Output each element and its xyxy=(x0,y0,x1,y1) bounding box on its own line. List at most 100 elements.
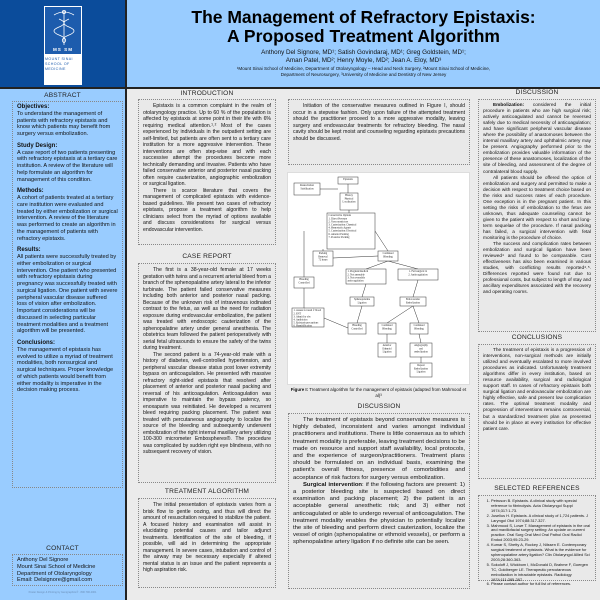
conclusions-box: The treatment of epistaxis is a progress… xyxy=(478,344,596,479)
flow-node-text: Controlled xyxy=(298,281,310,284)
conclusions-text: The management of epistaxis has evolved … xyxy=(17,346,114,394)
flowchart: ResuscitationStabilizationEpistaxisHisto… xyxy=(291,176,439,378)
flow-arrow xyxy=(418,333,422,344)
figure-caption: Figure I: Treatment algorithm for the ma… xyxy=(287,387,470,398)
flow-node-text: 4. Hemostatic Agents xyxy=(329,227,351,230)
flow-node-text: 2. ENT xyxy=(294,312,302,315)
flow-node-text: Resuscitation xyxy=(300,184,315,187)
conservative-measures-box: Initiation of the conservative measures … xyxy=(288,99,470,165)
flow-node-text: Packing xyxy=(319,252,328,255)
figure-label: Figure I: xyxy=(290,387,309,392)
abstract-heading: ABSTRACT xyxy=(44,92,81,99)
surgical-intervention-text: : if the following factors are present: … xyxy=(293,481,465,546)
conservative-measures-paragraph: Initiation of the conservative measures … xyxy=(293,103,465,142)
surgical-intervention-label: Surgical intervention xyxy=(303,481,363,488)
introduction-paragraph: There is scarce literature that covers t… xyxy=(143,187,271,233)
logo-mark: MS SM xyxy=(52,47,74,52)
flow-node-text: anticoagulation xyxy=(348,280,365,283)
figure-caption-text: Treatment algorithm for the management o… xyxy=(308,387,467,398)
flow-node-text: Continued xyxy=(382,324,394,327)
flow-node-text: 5. Epistaxis precautions xyxy=(294,322,319,325)
conclusions-label: Conclusions: xyxy=(17,340,56,346)
case-report-paragraph: The second patient is a 74-year-old male… xyxy=(143,351,271,456)
flow-node-text: Continued xyxy=(414,324,426,327)
embolization-paragraph: Embolization: considered the initial pro… xyxy=(483,103,591,176)
authors: Anthony Del Signore, MD¹; Satish Govinda… xyxy=(261,49,466,64)
flow-node-text: 3. Admit for obs xyxy=(294,315,311,318)
conclusions-heading: CONCLUSIONS xyxy=(511,334,563,341)
contact-email[interactable]: Email: Delsignore@gmail.com xyxy=(17,577,93,584)
flow-node-text: 2. Vasoconstrictors xyxy=(329,220,349,223)
reference-item: Sokoloff J, Wickbom I, McDonald D, Brahm… xyxy=(491,562,591,583)
contact-box: Anthony Del Signore Mount Sinai School o… xyxy=(12,554,123,586)
flow-arrow xyxy=(386,305,414,324)
flow-node-text: Bleeding xyxy=(382,327,392,330)
flow-node-text: 1. Direct Pressure xyxy=(329,217,348,220)
flow-node-text: Ligation xyxy=(417,370,426,373)
flow-node-text: Controlled xyxy=(351,327,363,330)
flow-node-text: 1. Assess for need f/ blood xyxy=(294,309,322,312)
flow-arrow xyxy=(323,317,349,329)
flow-node-text: 72 hours xyxy=(318,258,327,261)
study-design-label: Study Design: xyxy=(17,142,58,149)
embolization-label: Embolization: xyxy=(493,103,525,108)
flow-node-text: 1. Fail surgical tx xyxy=(409,270,428,273)
flow-arrow xyxy=(332,255,379,259)
flow-arrow xyxy=(387,260,419,270)
results-label: Results: xyxy=(17,247,41,254)
flow-node-text: Bleeding xyxy=(299,278,309,281)
contact-institution: Mount Sinai School of Medicine xyxy=(17,563,96,570)
discussion-paragraph: All patients should be offered the optio… xyxy=(483,175,591,242)
contact-heading: CONTACT xyxy=(46,545,79,552)
abstract-box: Objectives: To understand the management… xyxy=(12,101,123,488)
discussion-continued-box: Embolization: considered the initial pro… xyxy=(478,99,596,332)
discussion-paragraph: The success and complication rates betwe… xyxy=(483,242,591,296)
objectives-text: To understand the management of patients… xyxy=(17,110,111,137)
caduceus-icon: MS SM xyxy=(45,7,81,54)
discussion-continued-heading: DISCUSSION xyxy=(515,89,559,96)
flow-arrow xyxy=(365,260,389,270)
flow-node-text: 7. Posterior Packing xyxy=(329,236,351,239)
reference-item: Petruson B. Epistaxis. A clinical study … xyxy=(491,498,591,514)
flow-node-text: Endovascular xyxy=(406,298,420,301)
poster-title: The Management of Refractory Epistaxis:A… xyxy=(191,7,536,46)
header-divider xyxy=(0,87,600,89)
contact-department: Department of Otolaryngology xyxy=(17,570,92,577)
column-divider xyxy=(125,0,127,600)
flow-arrow xyxy=(412,305,420,324)
reference-item: Juselius H. Epistaxis. A clinical study … xyxy=(491,513,591,524)
flow-node-text: History xyxy=(345,194,353,197)
discussion-heading: DISCUSSION xyxy=(357,403,401,410)
flow-node-text: 2. Anticoagulation xyxy=(408,273,428,276)
flow-node-text: 3. Cauterization: Chemical xyxy=(329,224,357,227)
treatment-algorithm-box: The initial presentation of epistaxis va… xyxy=(138,498,276,588)
flow-arrow xyxy=(374,230,389,252)
study-design-text: A case report of two patients presenting… xyxy=(17,149,118,183)
flow-node-text: Angiography xyxy=(414,344,428,347)
reference-item: Mahmood S, Lowe T. Management of epistax… xyxy=(491,523,591,544)
contact-name: Anthony Del Signore xyxy=(17,557,69,563)
reference-item: Kumar S, Shetty A, Rockey J, Nilssen E. … xyxy=(491,542,591,563)
flow-node-text: Removal xyxy=(318,255,328,258)
methods-text: A cohort of patients treated at a tertia… xyxy=(17,195,118,242)
poster-header: The Management of Refractory Epistaxis:A… xyxy=(127,0,600,87)
introduction-box: Epistaxis is a common complaint in the r… xyxy=(138,99,276,245)
flow-node-text: Bleeding xyxy=(352,324,362,327)
flow-node-text: 6. Anterior Packing xyxy=(329,233,350,236)
references-heading: SELECTED REFERENCES xyxy=(494,485,580,492)
results-text: All patients were successfully treated b… xyxy=(17,254,118,335)
introduction-heading: INTRODUCTION xyxy=(180,90,234,97)
